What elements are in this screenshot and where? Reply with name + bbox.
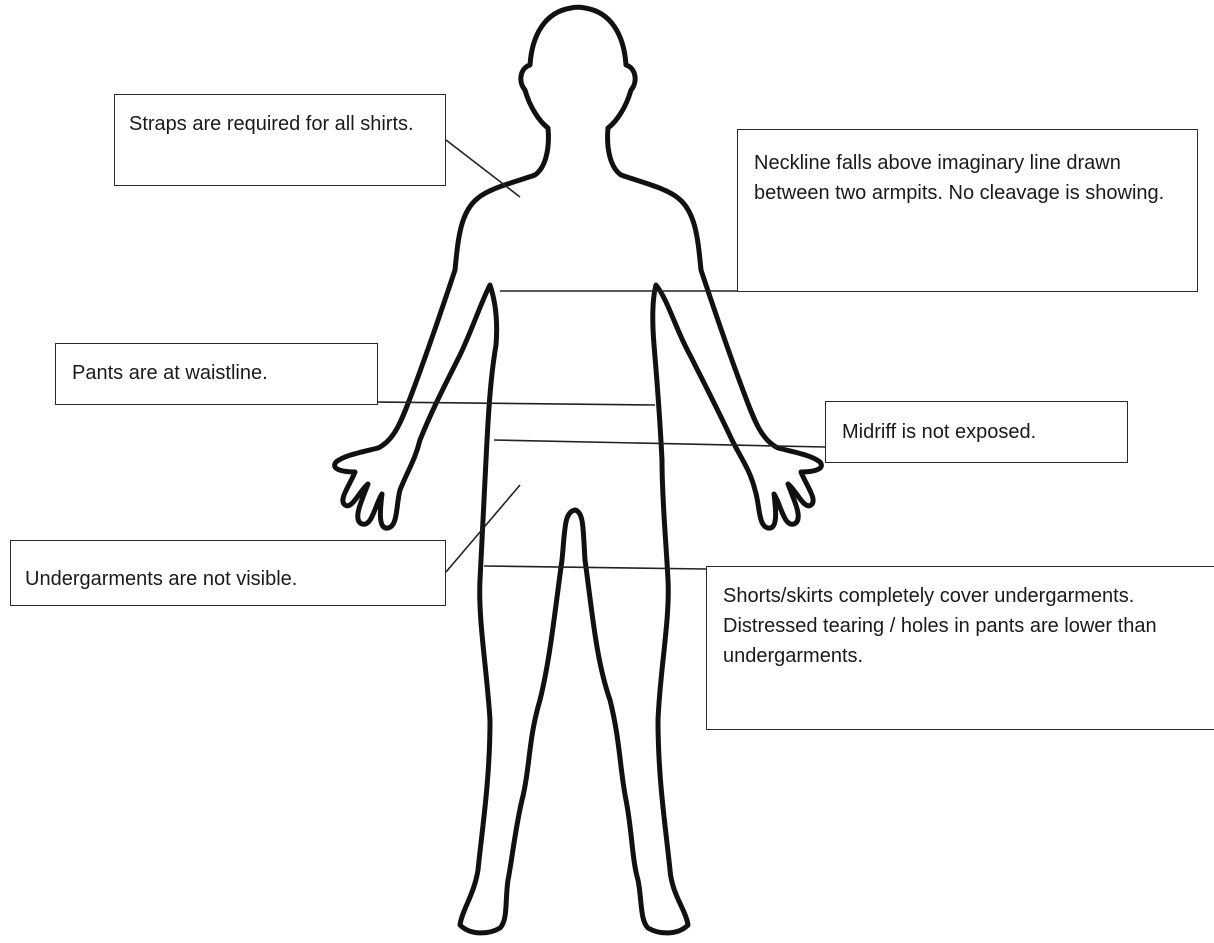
leader-line-shorts <box>484 566 706 569</box>
callout-shorts: Shorts/skirts completely cover undergarm… <box>706 566 1214 730</box>
callout-pants: Pants are at waistline. <box>55 343 378 405</box>
callout-undergarments: Undergarments are not visible. <box>10 540 446 606</box>
callout-midriff-text: Midriff is not exposed. <box>842 421 1036 443</box>
leader-line-straps <box>446 140 520 197</box>
callout-midriff: Midriff is not exposed. <box>825 401 1128 463</box>
callout-undergarments-text: Undergarments are not visible. <box>25 568 297 590</box>
callout-shorts-text: Shorts/skirts completely cover undergarm… <box>723 585 1157 667</box>
callout-neckline: Neckline falls above imaginary line draw… <box>737 129 1198 292</box>
leader-line-pants <box>378 402 655 405</box>
callout-straps: Straps are required for all shirts. <box>114 94 446 186</box>
callout-straps-text: Straps are required for all shirts. <box>129 113 414 135</box>
callout-pants-text: Pants are at waistline. <box>72 362 268 384</box>
callout-neckline-text: Neckline falls above imaginary line draw… <box>754 152 1164 204</box>
